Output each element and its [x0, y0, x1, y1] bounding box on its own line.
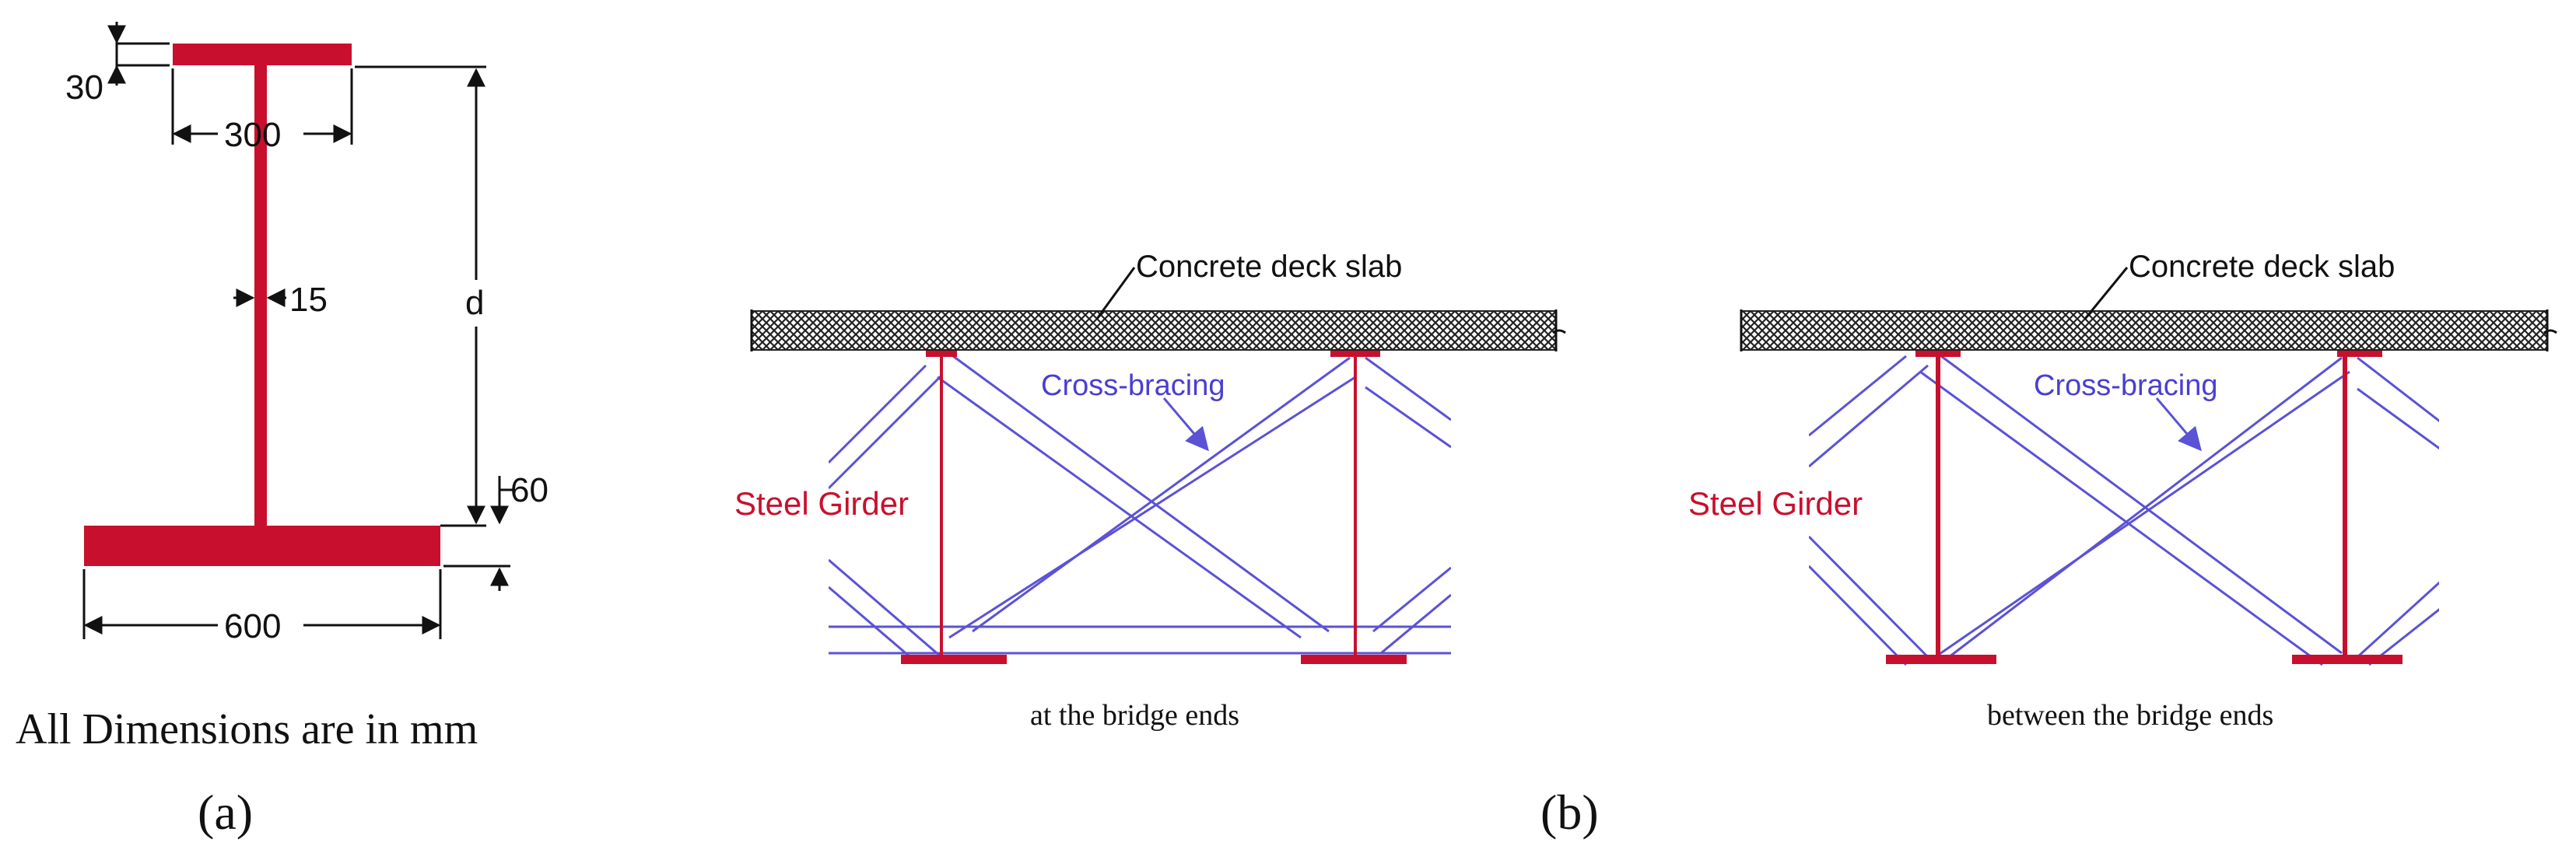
bottom-flange-width-label: 600 — [224, 607, 281, 645]
dim-bottom-flange-thickness: 60 — [443, 471, 548, 591]
steel-girder-1 — [1886, 349, 1996, 664]
dim-bottom-flange-width: 600 — [82, 569, 442, 645]
girder-label: Steel Girder — [734, 485, 909, 522]
web-thickness-label: 15 — [289, 281, 328, 319]
web — [254, 65, 267, 526]
depth-label: d — [465, 284, 484, 322]
panel-a-label: (a) — [198, 785, 253, 840]
dim-web-thickness: 15 — [233, 281, 328, 319]
flange-thickness-label: 30 — [65, 68, 103, 107]
concrete-deck-slab — [1740, 309, 2557, 351]
panel-b-left-diagram: Concrete deck slab Cross-bracing Steel G… — [734, 250, 1566, 732]
concrete-deck-slab — [750, 309, 1566, 351]
caption-left: at the bridge ends — [1030, 699, 1239, 732]
panel-b-label: (b) — [1540, 785, 1599, 840]
slab-leader — [1095, 267, 1136, 320]
caption-right: between the bridge ends — [1987, 699, 2273, 732]
dim-flange-thickness: 30 — [65, 22, 170, 107]
dim-depth: d — [355, 65, 486, 527]
bracing-leader — [2155, 397, 2202, 452]
cross-bracing — [1809, 355, 2439, 666]
steel-girder-1 — [901, 349, 1007, 664]
bracing-label: Cross-bracing — [1041, 369, 1225, 402]
bottom-flange — [84, 526, 440, 566]
bottom-flange-thickness-label: 60 — [510, 471, 548, 509]
dim-top-flange-width: 300 — [171, 68, 353, 154]
slab-label: Concrete deck slab — [1136, 250, 1402, 284]
bracing-leader — [1162, 397, 1209, 452]
slab-leader — [2084, 267, 2129, 320]
steel-girder-2 — [1301, 349, 1407, 664]
top-flange — [173, 44, 352, 65]
cross-bracing — [829, 355, 1451, 659]
bracing-label: Cross-bracing — [2034, 369, 2218, 402]
units-note: All Dimensions are in mm — [16, 705, 478, 753]
panel-a-i-section: 30 300 15 d 60 — [16, 22, 548, 753]
slab-label: Concrete deck slab — [2129, 250, 2395, 284]
girder-label: Steel Girder — [1688, 485, 1863, 522]
steel-girder-2 — [2292, 349, 2403, 664]
panel-b-right-diagram: Concrete deck slab Cross-bracing Steel G… — [1688, 250, 2557, 732]
top-flange-width-label: 300 — [224, 116, 281, 154]
